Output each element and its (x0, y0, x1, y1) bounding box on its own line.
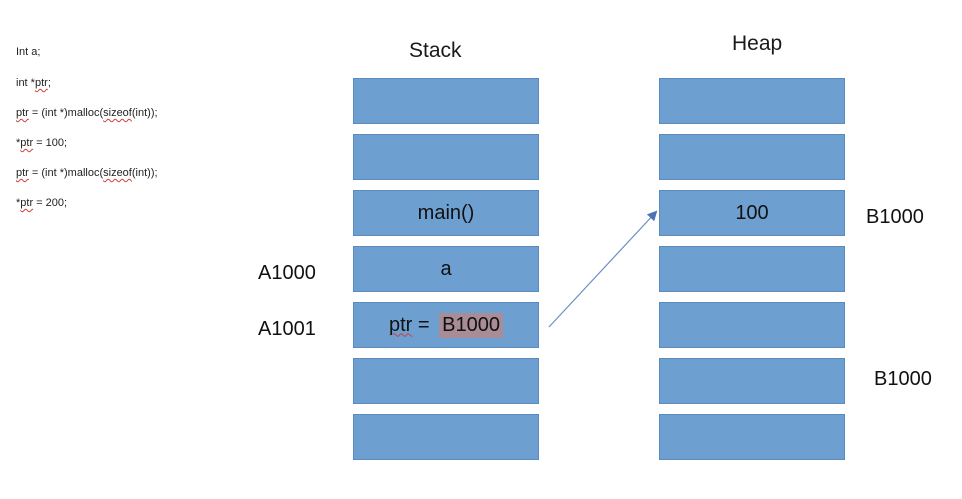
code-text: ptr (16, 107, 29, 119)
code-text: ptr (34, 77, 48, 89)
code-line-3: ptr = (int *)malloc(sizeof(int)); (16, 107, 158, 119)
code-text: * (16, 197, 21, 209)
stack-cell-1 (353, 78, 539, 124)
stack-cell-6 (353, 358, 539, 404)
code-line-5: ptr = (int *)malloc(sizeof(int)); (16, 167, 158, 179)
address-heap-first: B1000 (866, 206, 924, 228)
code-text: * (16, 137, 21, 149)
arrow-line (548, 210, 658, 328)
heap-cell-5 (659, 302, 845, 348)
heap-cell-4 (659, 246, 845, 292)
ptr-label: ptr (389, 313, 413, 336)
heap-cell-100: 100 (659, 190, 845, 236)
heap-title: Heap (732, 32, 783, 55)
stack-cell-7 (353, 414, 539, 460)
code-text: = 200; (33, 197, 68, 209)
code-text: ; (47, 77, 51, 89)
heap-cell-7 (659, 414, 845, 460)
heap-cell-2 (659, 134, 845, 180)
code-text: sizeof (103, 107, 132, 119)
ptr-value-highlight: B1000 (439, 312, 503, 338)
address-a: A1000 (258, 262, 316, 284)
stack-title: Stack (409, 39, 462, 62)
code-text: = (int *)malloc( (28, 107, 104, 119)
stack-cell-a: a (353, 246, 539, 292)
stack-cell-2 (353, 134, 539, 180)
heap-cell-6 (659, 358, 845, 404)
code-text: (int)); (131, 107, 158, 119)
code-text: (int)); (131, 167, 158, 179)
code-line-1: Int a; (16, 46, 41, 58)
stack-cell-ptr: ptr = B1000 (353, 302, 539, 348)
code-text: ptr (20, 137, 34, 149)
code-line-4: *ptr = 100; (16, 137, 67, 149)
stack-cell-main: main() (353, 190, 539, 236)
code-text: = (int *)malloc( (28, 167, 104, 179)
code-text: ptr (20, 197, 34, 209)
code-text: ptr (16, 167, 29, 179)
heap-cell-1 (659, 78, 845, 124)
address-ptr: A1001 (258, 318, 316, 340)
code-text: sizeof (103, 167, 132, 179)
code-text: = 100; (33, 137, 68, 149)
code-line-6: *ptr = 200; (16, 197, 67, 209)
ptr-eq: = (412, 313, 436, 336)
code-text: int * (16, 77, 35, 89)
address-heap-second: B1000 (874, 368, 932, 390)
code-line-2: int *ptr; (16, 77, 51, 89)
